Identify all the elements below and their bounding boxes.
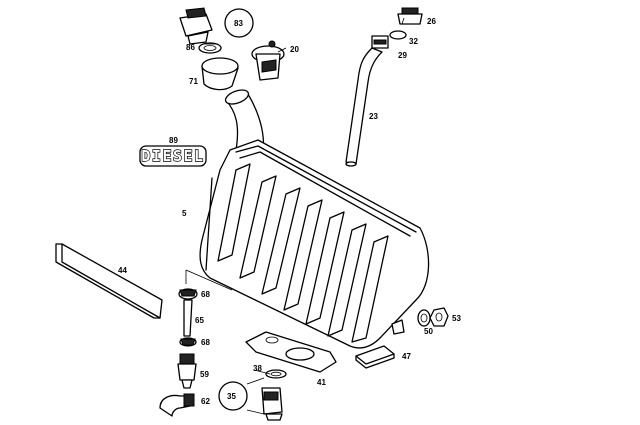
- label-38: 38: [253, 364, 262, 373]
- fuel-tank: [185, 89, 430, 349]
- label-41: 41: [317, 378, 326, 387]
- label-44: 44: [118, 266, 127, 275]
- part-labels: 83 86 71 20 26 32 29 23 89 5 44 68 65 68…: [118, 17, 461, 406]
- part-68-clamp-lower: [179, 337, 197, 347]
- label-26: 26: [427, 17, 436, 26]
- part-71-grommet: [201, 57, 239, 91]
- part-38-ring: [265, 369, 287, 379]
- label-71: 71: [189, 77, 198, 86]
- part-23-vent-hose: [345, 47, 383, 167]
- part-89-badge: DIESEL: [139, 145, 207, 167]
- part-20-flange: [251, 40, 285, 81]
- part-44-pad: [55, 243, 163, 319]
- leader-lines: [185, 17, 405, 375]
- part-65-hose: [183, 299, 193, 337]
- label-29: 29: [398, 51, 407, 60]
- part-32-ring: [389, 30, 407, 40]
- label-32: 32: [409, 37, 418, 46]
- label-83: 83: [234, 19, 243, 28]
- label-59: 59: [200, 370, 209, 379]
- part-47-pad: [355, 345, 395, 369]
- part-50-washer: [417, 309, 431, 327]
- part-35-filter: [218, 377, 283, 421]
- part-83-sender: [179, 7, 254, 45]
- label-68-lower: 68: [201, 338, 210, 347]
- label-23: 23: [369, 112, 378, 121]
- label-50: 50: [424, 327, 433, 336]
- diesel-badge-text: DIESEL: [141, 147, 204, 165]
- label-53: 53: [452, 314, 461, 323]
- part-41-plate: [245, 331, 337, 373]
- label-5: 5: [182, 209, 187, 218]
- part-29-connector: [371, 35, 389, 49]
- label-89: 89: [169, 136, 178, 145]
- label-47: 47: [402, 352, 411, 361]
- part-53-nut: [429, 307, 449, 327]
- part-59-valve: [177, 353, 197, 389]
- label-62: 62: [201, 397, 210, 406]
- label-20: 20: [290, 45, 299, 54]
- label-68-upper: 68: [201, 290, 210, 299]
- label-35: 35: [227, 392, 236, 401]
- part-86-seal: [198, 42, 222, 54]
- part-68-clamp-upper: [178, 288, 198, 300]
- part-62-elbow: [159, 393, 195, 417]
- label-65: 65: [195, 316, 204, 325]
- part-26-cap: [397, 7, 423, 25]
- label-86: 86: [186, 43, 195, 52]
